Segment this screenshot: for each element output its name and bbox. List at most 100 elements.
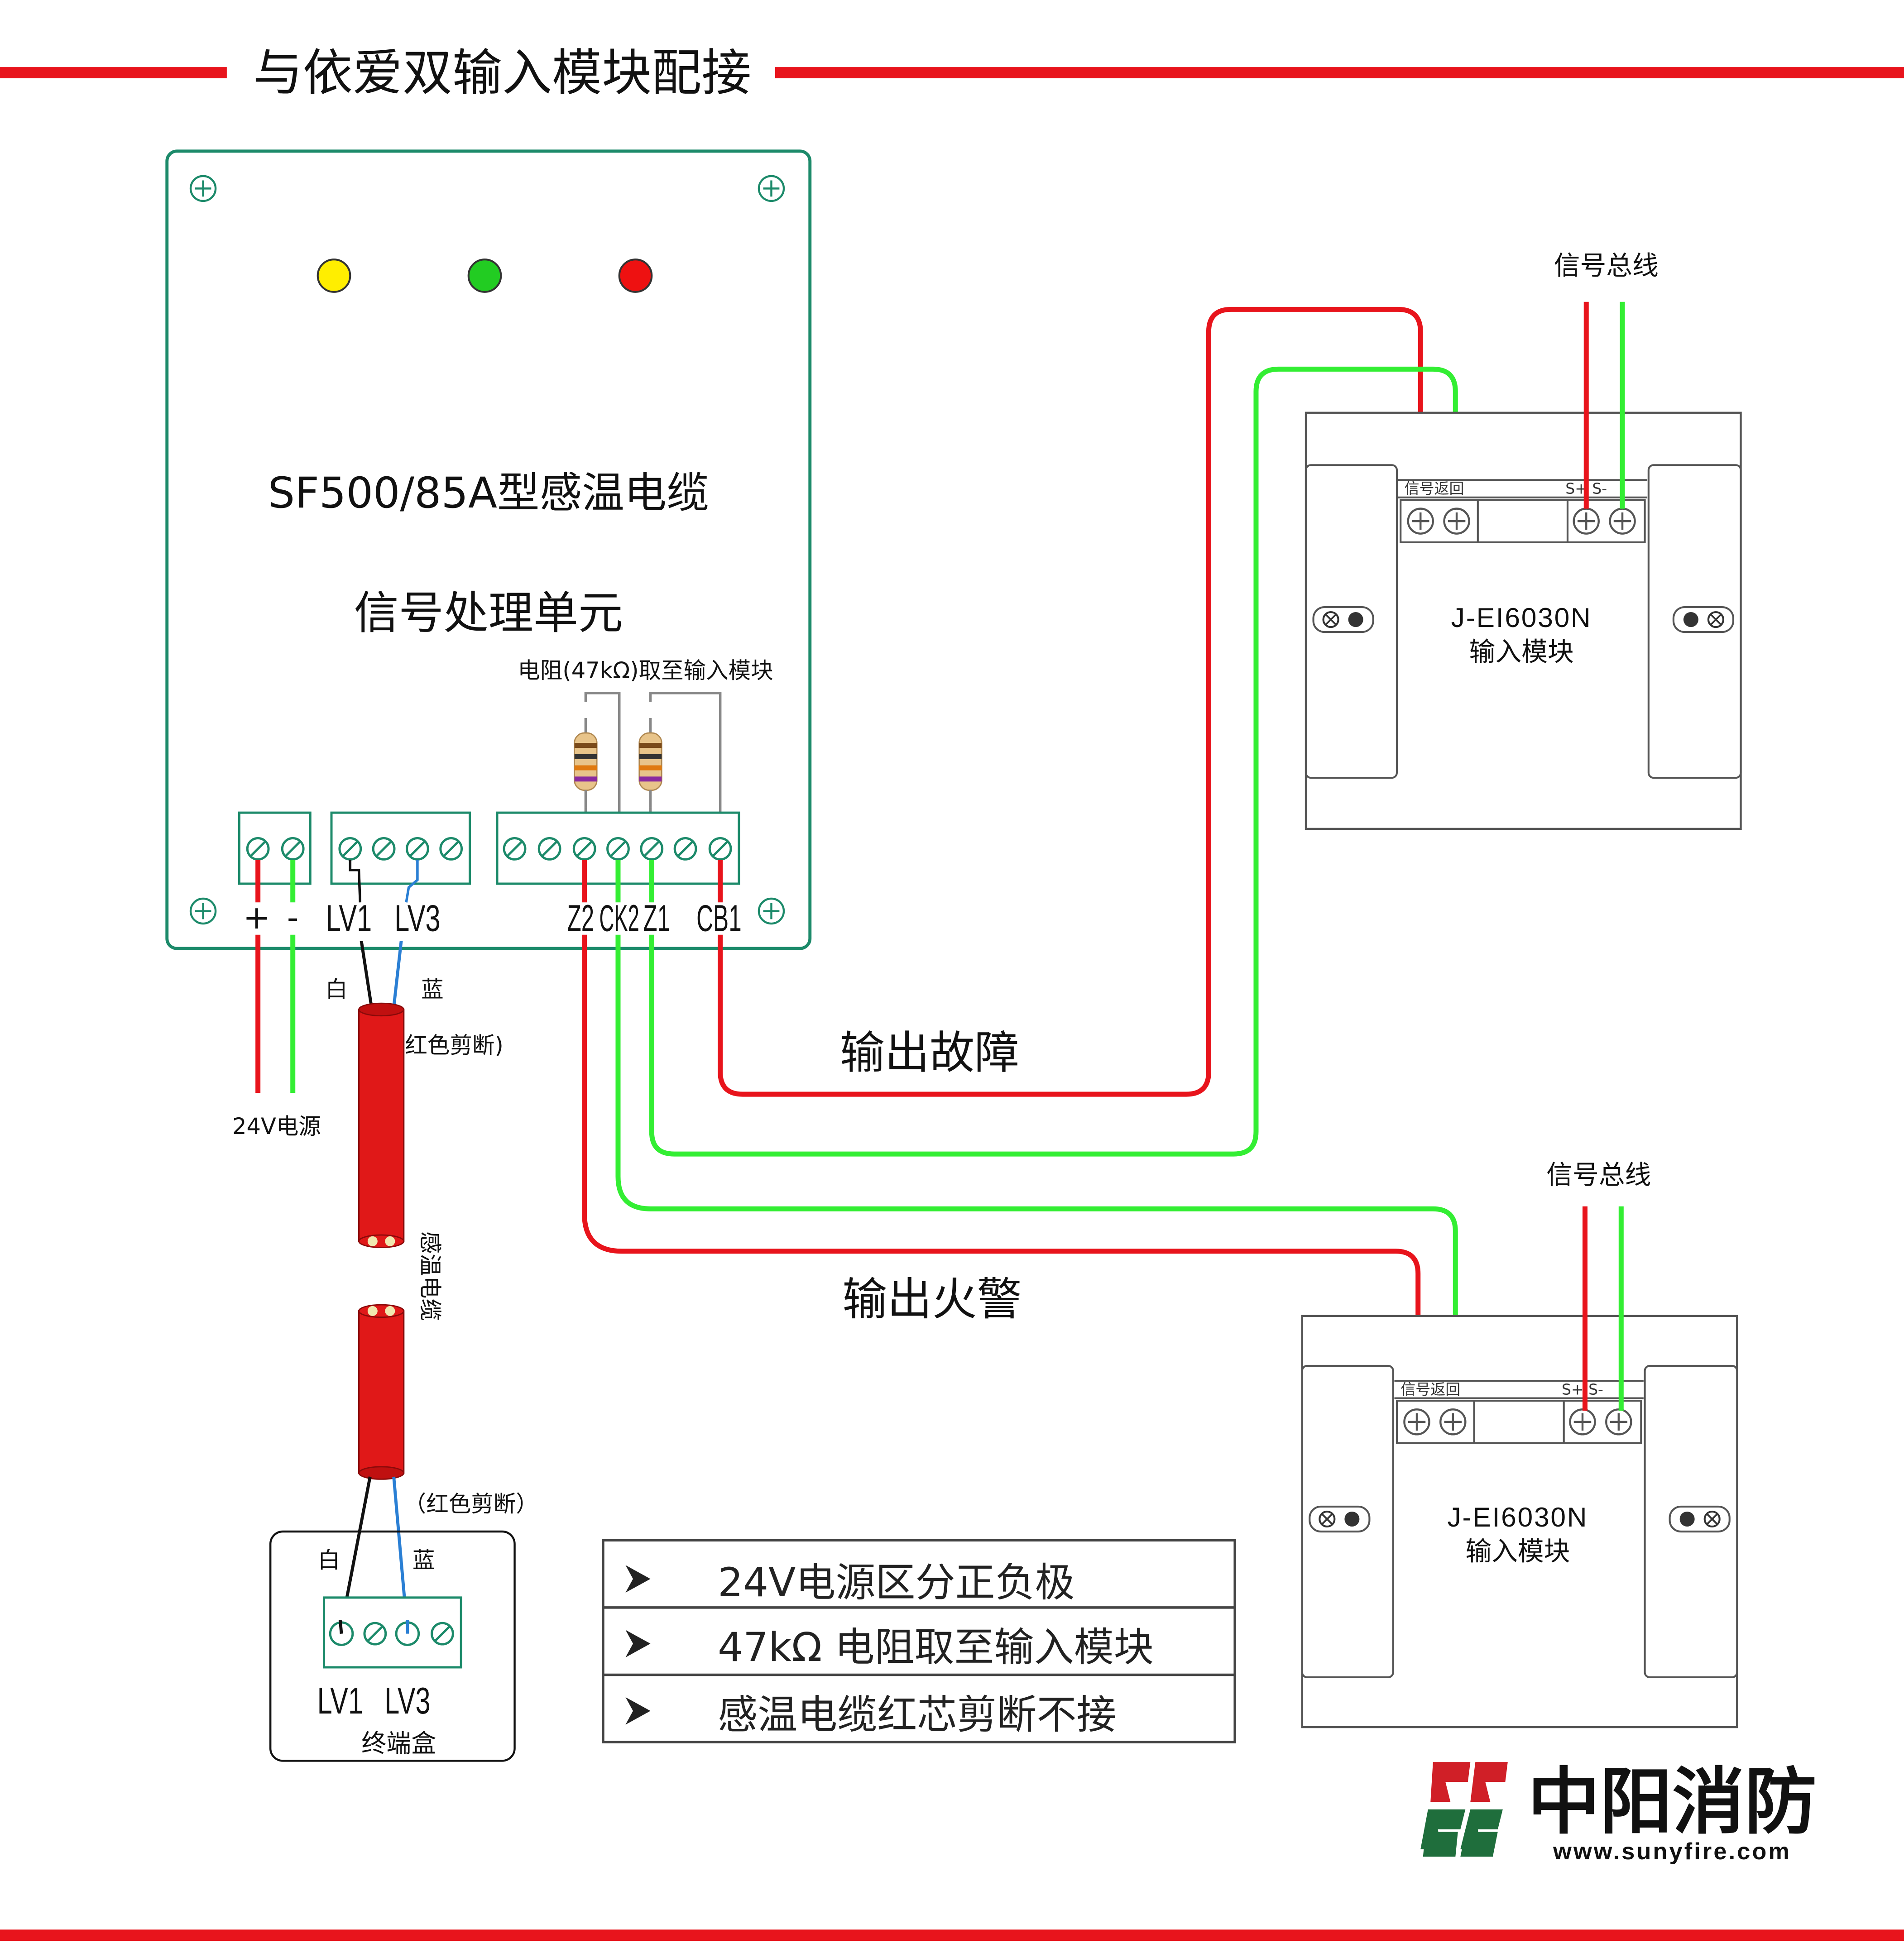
module-return-label: 信号返回 — [1400, 1380, 1460, 1398]
terminal-label-z1: Z1 — [643, 897, 670, 939]
module-screw-icon — [1570, 1409, 1595, 1434]
power-label: 24V电源 — [232, 1113, 321, 1139]
module-screw-icon — [1404, 1409, 1429, 1434]
green-indicator-led — [467, 258, 502, 293]
module-screw-icon — [1408, 509, 1433, 534]
brand-url: www.sunyfire.com — [1553, 1838, 1791, 1865]
cable-cut-end — [358, 1304, 405, 1318]
unit-model: SF500/85A型感温电缆 — [268, 469, 709, 518]
module-screw-icon — [1444, 509, 1469, 534]
module-terminal-strip — [1396, 1399, 1642, 1444]
cut-red-note-bottom: （红色剪断） — [404, 1491, 538, 1517]
note-1: 24V电源区分正负极 — [718, 1559, 1075, 1606]
yellow-indicator-led — [317, 258, 351, 293]
signal-bus-label-1: 信号总线 — [1554, 250, 1659, 281]
mounting-hole-icon — [1314, 607, 1373, 632]
blue-core-label: 蓝 — [421, 976, 444, 1002]
cable-core-icon — [385, 1306, 395, 1316]
notes-table — [602, 1539, 1236, 1743]
end-of-line-box — [269, 1530, 516, 1762]
blue-core-wire — [392, 941, 403, 1007]
cut-red-note-top: (红色剪断) — [396, 1032, 504, 1058]
fault-output-wire-green — [649, 366, 1458, 1157]
end-box-name: 终端盒 — [361, 1729, 436, 1758]
terminal-screw-icon — [407, 838, 428, 860]
corner-screw-icon — [191, 899, 216, 924]
unit-name: 信号处理单元 — [354, 587, 623, 639]
terminal-label-lv3: LV3 — [394, 898, 440, 939]
fault-output-label: 输出故障 — [840, 1027, 1019, 1079]
module-screw-icon — [1610, 509, 1635, 534]
terminal-screw-icon — [710, 838, 731, 860]
note-arrow-icon — [625, 1630, 651, 1657]
mounting-hole-icon — [1674, 607, 1733, 632]
terminal-screw-icon — [364, 1623, 386, 1644]
terminal-screw-icon — [574, 838, 595, 860]
sensing-cable-segment — [358, 1009, 405, 1242]
module-model: J-EI6030N — [1451, 602, 1592, 633]
terminal-label-lv1: LV1 — [326, 898, 372, 939]
sensing-cable-label: 感温电缆 — [417, 1231, 443, 1321]
resistor-note: 电阻(47kΩ)取至输入模块 — [518, 657, 773, 684]
cable-cut-end — [358, 1234, 405, 1248]
resistor-lead — [649, 692, 722, 848]
module-model: J-EI6030N — [1448, 1502, 1588, 1532]
terminal-screw-icon — [539, 838, 560, 860]
terminal-label-cb1: CB1 — [696, 897, 742, 939]
sensing-cable-segment — [358, 1310, 405, 1474]
white-core-wire — [349, 860, 362, 903]
terminal-screw-icon — [373, 838, 394, 860]
mounting-hole-icon — [1670, 1507, 1730, 1532]
terminal-label-plus: + — [243, 899, 270, 936]
end-box-blue-label: 蓝 — [412, 1547, 435, 1573]
terminal-label-ck2: CK2 — [599, 898, 639, 939]
note-2: 47kΩ 电阻取至输入模块 — [718, 1624, 1154, 1671]
module-screw-icon — [1606, 1409, 1631, 1434]
white-core-label: 白 — [325, 976, 348, 1002]
module-bus-terminal-label: S+ S- — [1562, 1380, 1603, 1398]
white-core-wire — [360, 941, 373, 1006]
terminal-screw-icon — [641, 838, 662, 860]
terminal-screw-icon — [282, 838, 303, 860]
fire-output-wire-green — [615, 934, 1458, 1411]
cable-core-icon — [367, 1236, 378, 1246]
module-name: 输入模块 — [1469, 636, 1574, 667]
terminal-screw-icon — [504, 838, 525, 860]
note-arrow-icon — [625, 1697, 651, 1725]
fire-output-label: 输出火警 — [842, 1273, 1022, 1326]
signal-bus-label-2: 信号总线 — [1546, 1159, 1651, 1190]
module-name: 输入模块 — [1465, 1536, 1570, 1566]
resistor-lead — [584, 692, 621, 848]
terminal-screw-icon — [247, 838, 269, 860]
white-core-wire — [338, 1620, 343, 1634]
red-indicator-led — [618, 258, 653, 293]
blue-core-wire — [405, 860, 419, 903]
cable-core-icon — [385, 1236, 395, 1246]
corner-screw-icon — [191, 176, 216, 201]
note-arrow-icon — [625, 1565, 651, 1593]
terminal-screw-icon — [675, 838, 696, 860]
end-box-white-label: 白 — [318, 1547, 341, 1573]
terminal-screw-icon — [432, 1623, 453, 1644]
terminal-label-z2: Z2 — [567, 897, 595, 939]
mounting-hole-icon — [1309, 1507, 1369, 1532]
fire-output-wire-red — [582, 934, 1421, 1411]
input-module-2: 信号返回 S+ S- J-EI6030N 输入模块 — [1301, 1315, 1738, 1728]
terminal-screw-icon — [608, 838, 629, 860]
corner-screw-icon — [759, 899, 784, 924]
page-title: 与依爱双输入模块配接 — [253, 44, 752, 102]
module-screw-icon — [1574, 509, 1599, 534]
corner-screw-icon — [759, 176, 784, 201]
note-3: 感温电缆红芯剪断不接 — [718, 1691, 1116, 1738]
terminal-screw-icon — [340, 838, 361, 860]
terminal-label-minus: - — [287, 899, 299, 936]
module-screw-icon — [1440, 1409, 1465, 1434]
fault-output-wire-red — [718, 306, 1423, 1097]
cable-bottom-end — [358, 1466, 405, 1480]
input-module-1: 信号返回 S+ S- J-EI6030N 输入模块 — [1305, 412, 1742, 830]
cable-top-end — [358, 1002, 405, 1017]
brand-name: 中阳消防 — [1528, 1760, 1817, 1844]
brand-logo-icon — [1420, 1762, 1508, 1857]
end-box-lv3-label: LV3 — [384, 1680, 430, 1722]
